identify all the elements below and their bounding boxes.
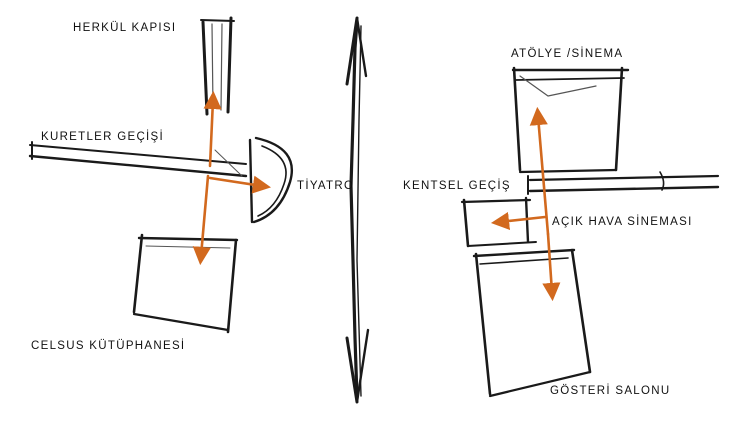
label-atolye-sinema: ATÖLYE /SİNEMA [511, 47, 623, 60]
tiyatro-shape [248, 136, 293, 224]
celsus-library-shape [132, 233, 239, 334]
label-kuretler-gecisi: KURETLER GEÇİŞİ [41, 130, 164, 143]
label-tiyatro: TİYATRO [297, 179, 354, 192]
label-celsus-kutuphanesi: CELSUS KÜTÜPHANESİ [31, 339, 185, 352]
gosteri-salonu-shape [472, 248, 592, 398]
atolye-sinema-shape [511, 66, 630, 174]
kentsel-gecis-street-shape [527, 171, 720, 195]
left-circulation-arrows [192, 90, 271, 266]
label-acik-hava-sinemasi: AÇIK HAVA SİNEMASI [552, 215, 693, 228]
right-circulation-arrows [490, 106, 561, 302]
center-divider-arrow [345, 16, 370, 404]
label-herkul-kapisi: HERKÜL KAPISI [73, 22, 176, 34]
herkul-gate-shape [200, 16, 235, 116]
label-kentsel-gecis: KENTSEL GEÇİŞ [403, 179, 511, 192]
label-gosteri-salonu: GÖSTERİ SALONU [550, 384, 670, 397]
kuretler-street-shape [28, 141, 248, 178]
